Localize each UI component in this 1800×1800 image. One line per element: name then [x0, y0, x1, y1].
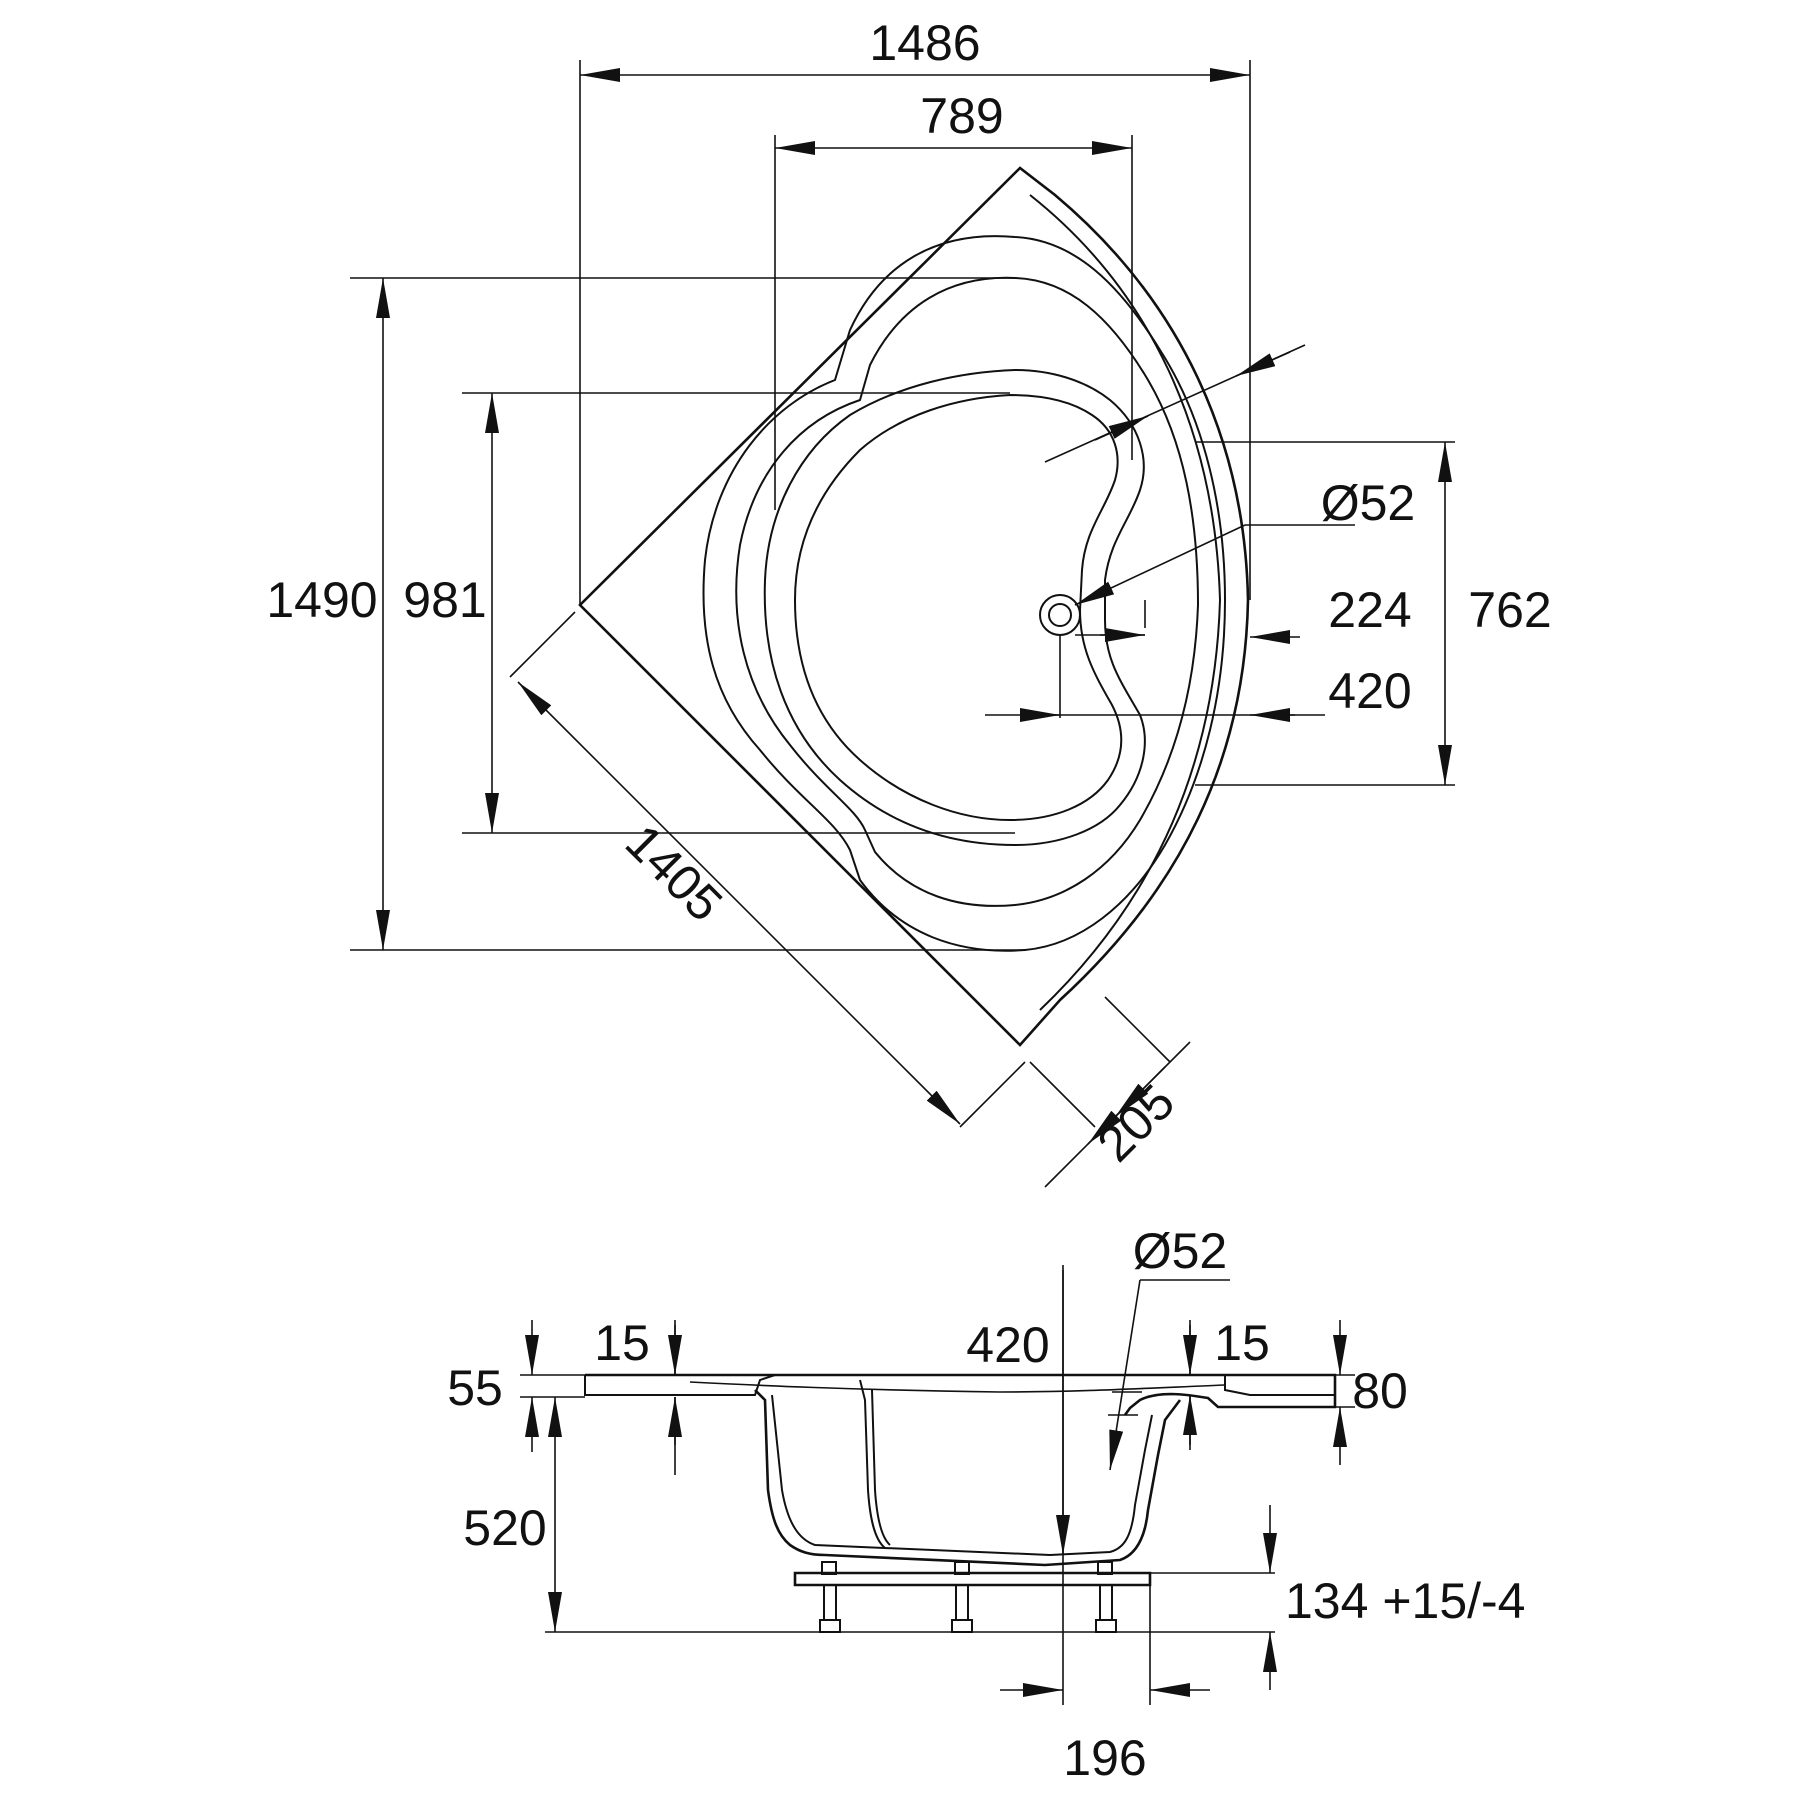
section-label-55: 55	[447, 1360, 503, 1416]
section-label-134: 134 +15/-4	[1285, 1573, 1525, 1629]
leader-arrow	[1094, 415, 1149, 441]
dim-label-205: 205	[1087, 1074, 1186, 1173]
dim-label-1486: 1486	[869, 15, 980, 71]
section-label-520: 520	[463, 1500, 546, 1556]
dim-label-1490: 1490	[266, 572, 377, 628]
frame-bracket	[821, 1561, 837, 1575]
basin-outer	[763, 368, 1146, 847]
tub-rim-top-line	[689, 1381, 1226, 1393]
dim-label-762: 762	[1468, 582, 1551, 638]
leader-arrow	[1235, 351, 1291, 377]
dim-label-224: 224	[1328, 582, 1411, 638]
section-label-420: 420	[966, 1317, 1049, 1373]
section-view: Ø52 15 420 15 55 80 520 134 +15/-4 196	[447, 1223, 1525, 1786]
support-leg	[1095, 1585, 1117, 1633]
ext-line	[1029, 1061, 1096, 1128]
ext-line	[959, 1061, 1026, 1128]
section-label-15-right: 15	[1214, 1315, 1270, 1371]
dim-label-981: 981	[403, 572, 486, 628]
dim-label-1405: 1405	[615, 814, 733, 932]
tub-rim-left	[584, 1374, 776, 1396]
support-frame	[793, 1571, 1152, 1587]
ext-line	[509, 611, 576, 678]
frame-bracket	[1097, 1561, 1113, 1575]
support-leg	[819, 1585, 841, 1633]
section-label-196: 196	[1063, 1730, 1146, 1786]
section-label-15-left: 15	[594, 1315, 650, 1371]
frame-bracket	[954, 1561, 970, 1575]
support-leg	[951, 1585, 973, 1633]
rim-contour-outer	[702, 235, 1227, 952]
tub-deck-edge	[1224, 1375, 1335, 1396]
drain-leader	[1074, 524, 1246, 606]
dim-label-drain-diameter: Ø52	[1321, 475, 1416, 531]
tub-inner-shell	[771, 1394, 1153, 1557]
drain-leader	[1109, 1279, 1141, 1471]
section-label-drain-diameter: Ø52	[1133, 1223, 1228, 1279]
drain-inner-circle	[1048, 603, 1072, 627]
drain-outer-circle	[1039, 594, 1081, 636]
tub-seat-contour	[859, 1379, 886, 1549]
basin-inner	[793, 393, 1123, 822]
dim-line-1405	[517, 681, 961, 1125]
tub-rim-profile	[585, 1373, 1337, 1416]
section-label-80: 80	[1352, 1363, 1408, 1419]
tub-deck-line	[1029, 194, 1222, 1011]
ext-line	[1104, 996, 1171, 1063]
tub-outer-shell	[754, 1389, 1182, 1567]
rim-contour-inner	[735, 276, 1200, 907]
dim-label-420: 420	[1328, 663, 1411, 719]
plan-view: 1486 789 1490 981 762 Ø52 224 420 1405 2…	[266, 15, 1552, 1188]
tub-outer-outline	[578, 166, 1250, 1047]
tub-seat-contour-2	[871, 1389, 891, 1546]
dim-label-789: 789	[920, 88, 1003, 144]
dim-arrow-205	[1114, 1066, 1166, 1118]
